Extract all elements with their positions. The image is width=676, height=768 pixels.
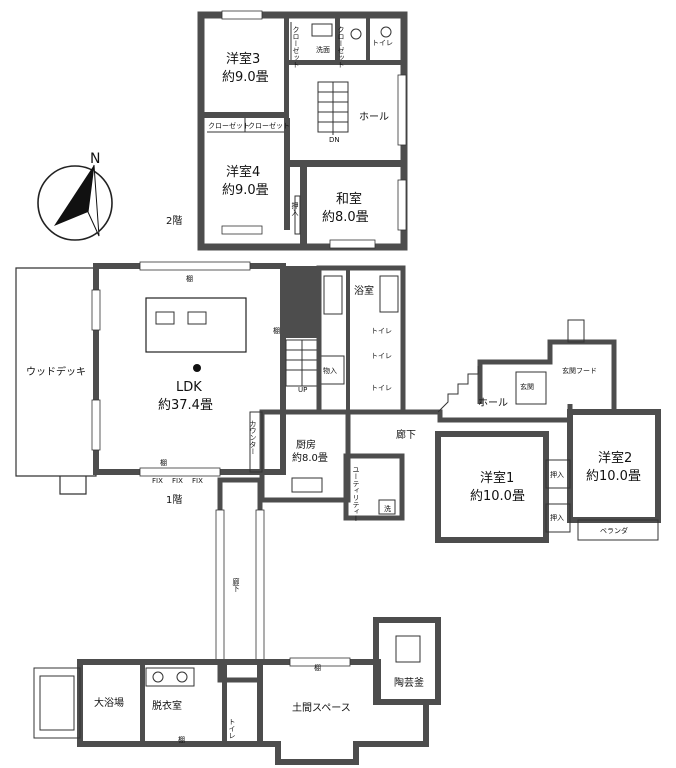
floor1-label: 1階 [166, 494, 182, 506]
floor2-label: 2階 [166, 215, 182, 227]
dirt-floor-label: 土間スペース [292, 701, 351, 714]
toilet-label-2: トイレ [371, 352, 392, 360]
room-western2-size: 約10.0畳 [586, 469, 641, 484]
wood-deck-label: ウッドデッキ [26, 365, 86, 378]
floor2-wall-a [284, 15, 289, 120]
kiln-walls [373, 617, 441, 705]
counter-label: カウンター [249, 420, 257, 455]
room-western4-name: 洋室4 [226, 164, 260, 180]
floor2-closet-d-label: クローゼット [337, 26, 345, 68]
ldk-table [145, 297, 247, 353]
floor2-wall-f [289, 60, 404, 65]
entrance-hood-label: 玄関フード [562, 366, 597, 375]
floor1-stair-up-label: UP [298, 386, 307, 394]
floor2-wall-g [335, 15, 340, 65]
ldk-dot [193, 364, 201, 372]
floor2-stair [317, 81, 349, 135]
room-japanese-name: 和室 [336, 191, 362, 207]
room-western2-walls [567, 409, 661, 523]
toilet-label-1: トイレ [371, 327, 392, 335]
compass: N [37, 151, 113, 241]
kitchen-size: 約8.0畳 [292, 451, 328, 464]
compass-north-label: N [90, 151, 100, 167]
room-western1-walls [435, 431, 549, 543]
floor2-window-4 [397, 74, 407, 146]
compass-needle-light [87, 164, 100, 237]
floor2-stair-dn-label: DN [329, 136, 340, 144]
big-bath-label: 大浴場 [94, 696, 124, 709]
fix-window-1: FIX [152, 477, 163, 485]
dressing-label: 脱衣室 [152, 699, 182, 712]
floor1-stair [285, 339, 319, 387]
floor2-wall-b [201, 112, 289, 118]
utility-walls [343, 453, 405, 521]
floor2-wall-e [300, 167, 307, 247]
floor2-window-2 [221, 225, 263, 235]
utility-label: ユーティリティー [352, 466, 360, 522]
floor2-closet-a-label: クローゼット [208, 121, 250, 130]
floor2-washroom-label: 洗面 [316, 45, 330, 54]
ldk-size: 約37.4畳 [158, 398, 213, 413]
kiln-label: 陶芸釜 [394, 676, 424, 689]
fix-window-2: FIX [172, 477, 183, 485]
room-western1-name: 洋室1 [480, 470, 514, 486]
fix-window-3: FIX [192, 477, 203, 485]
corridor-outline [350, 404, 573, 423]
corridor-south-label: 廊下 [232, 577, 240, 593]
floor2-toilet-label: トイレ [372, 39, 393, 47]
floor2-window-5 [397, 179, 407, 231]
floor2-oshiire-label: 押入 [291, 201, 299, 216]
annex-toilet-label: トイレ [228, 718, 236, 739]
compass-needle-dark [54, 165, 94, 226]
oshiire-a-label: 押入 [550, 470, 564, 479]
corridor-main-label: 廊下 [396, 428, 416, 441]
ldk-name: LDK [176, 380, 202, 395]
floor2-hall-label: ホール [359, 111, 389, 123]
room-western1-size: 約10.0畳 [470, 489, 525, 504]
storage-label: 物入 [323, 366, 337, 375]
ldk-shelf-top: 棚 [186, 274, 193, 283]
utility-wash-label: 洗 [384, 504, 391, 513]
veranda-label: ベランダ [600, 526, 628, 535]
floor2-window-1 [221, 10, 263, 20]
room-japanese-size: 約8.0畳 [322, 210, 369, 225]
floor-2: 2階 洋室3 約9.0畳 洋室4 約9.0畳 和室 約8.0畳 ホール 洗面 ト… [166, 10, 408, 251]
room-western2-name: 洋室2 [598, 450, 632, 466]
floor-1: ウッドデッキ LDK 約37.4畳 棚 棚 棚 FIX FIX FIX 1階 U… [15, 261, 661, 765]
ldk-shelf-bottom: 棚 [160, 458, 167, 467]
room-western3-size: 約9.0畳 [222, 70, 269, 85]
ldk-core-wall [283, 266, 319, 338]
room-western3-name: 洋室3 [226, 51, 260, 67]
floor2-closet-b-label: クローゼット [248, 121, 290, 130]
room-western4-size: 約9.0畳 [222, 183, 269, 198]
south-corridor-walls [217, 477, 263, 683]
bath-label: 浴室 [354, 284, 374, 297]
oshiire-b-label: 押入 [550, 513, 564, 522]
floor2-wall-h [366, 15, 370, 65]
annex-shelf-a: 棚 [178, 735, 185, 744]
floor2-wall-c [284, 118, 290, 230]
annex-shelf-b: 棚 [314, 663, 321, 672]
toilet-label-3: トイレ [371, 384, 392, 392]
floor2-closet-c-label: クローゼット [292, 26, 300, 68]
kitchen-name: 厨房 [296, 438, 316, 451]
compass-circle [37, 165, 113, 241]
entrance-label: 玄関 [520, 382, 534, 391]
floor2-window-3 [329, 239, 376, 249]
floor1-hall-label: ホール [478, 397, 508, 409]
wood-deck-outline [15, 267, 97, 495]
floor2-wall-d [289, 160, 404, 167]
ldk-shelf-side: 棚 [273, 326, 280, 335]
